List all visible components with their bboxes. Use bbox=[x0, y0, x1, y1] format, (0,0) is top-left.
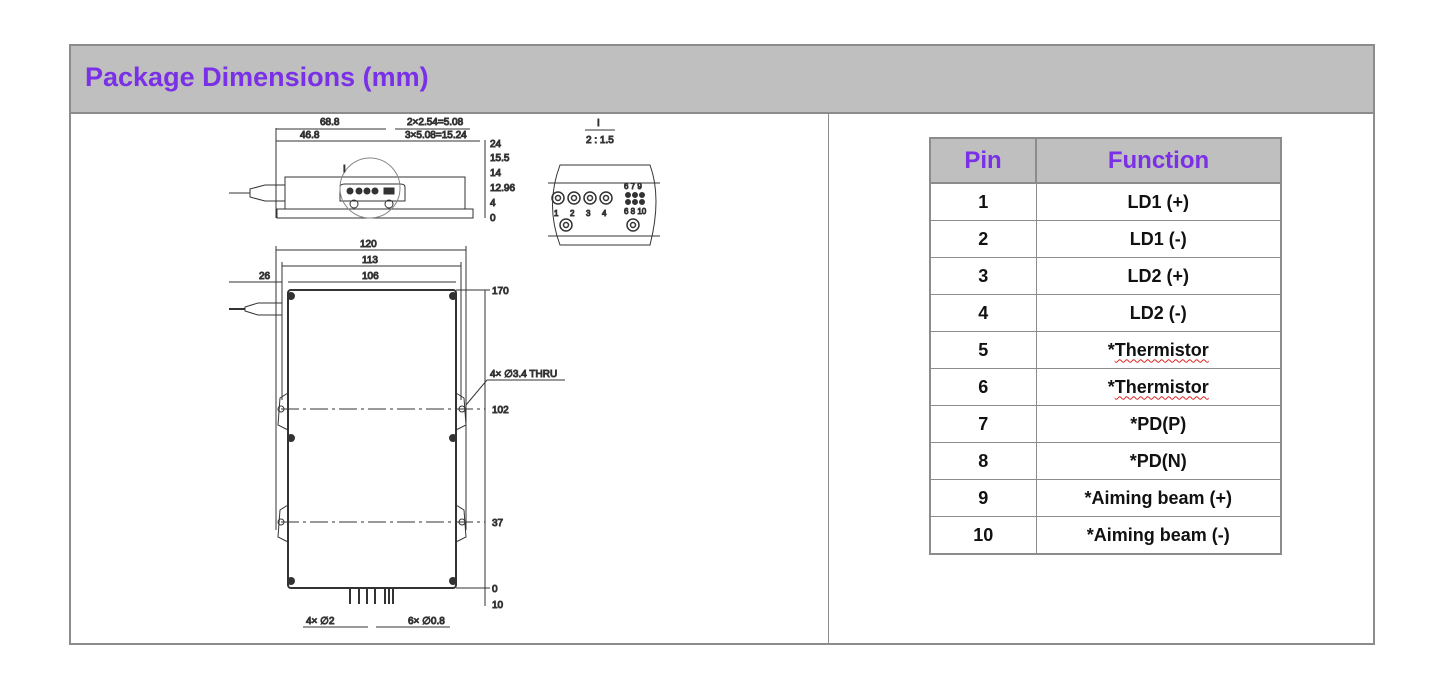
pin-label: 6 7 9 bbox=[624, 182, 642, 191]
dimension-drawing: 68.8 46.8 2×2.54=5.08 3×5.08=15.24 I 24 … bbox=[229, 117, 660, 628]
width-label: 113 bbox=[362, 255, 378, 266]
pin-label: 3 bbox=[586, 209, 591, 218]
pin-label: 1 bbox=[554, 209, 559, 218]
pin-number: 2 bbox=[929, 220, 1037, 258]
table-row: 9*Aiming beam (+) bbox=[929, 479, 1282, 517]
function-column-header: Function bbox=[1035, 137, 1282, 184]
height-label: 12.96 bbox=[490, 183, 515, 194]
height-label: 0 bbox=[492, 584, 498, 595]
pin-function: *Aiming beam (-) bbox=[1035, 516, 1282, 555]
column-divider bbox=[828, 114, 829, 643]
table-row: 10*Aiming beam (-) bbox=[929, 516, 1282, 555]
pin-function: *Aiming beam (+) bbox=[1035, 479, 1282, 517]
pin-note: 4× ∅2 bbox=[306, 616, 335, 627]
pin-number: 7 bbox=[929, 405, 1037, 443]
page-title: Package Dimensions (mm) bbox=[85, 62, 429, 92]
width-label: 106 bbox=[362, 271, 379, 282]
pin-number: 8 bbox=[929, 442, 1037, 480]
table-header-row: Pin Function bbox=[929, 137, 1282, 184]
pin-function: LD2 (-) bbox=[1035, 294, 1282, 332]
width-label: 26 bbox=[259, 271, 271, 282]
pin-number: 4 bbox=[929, 294, 1037, 332]
pin-function: *Thermistor bbox=[1035, 331, 1282, 369]
detail-scale: 2 : 1.5 bbox=[586, 135, 614, 146]
side-view: 68.8 46.8 2×2.54=5.08 3×5.08=15.24 I 24 … bbox=[229, 117, 516, 225]
table-row: 8*PD(N) bbox=[929, 442, 1282, 480]
height-label: 15.5 bbox=[490, 153, 510, 164]
pin-number: 5 bbox=[929, 331, 1037, 369]
table-row: 6*Thermistor bbox=[929, 368, 1282, 406]
pin-function: *PD(N) bbox=[1035, 442, 1282, 480]
height-label: 170 bbox=[492, 286, 509, 297]
pin-number: 6 bbox=[929, 368, 1037, 406]
pin-number: 9 bbox=[929, 479, 1037, 517]
detail-label: I bbox=[597, 118, 600, 129]
height-label: 10 bbox=[492, 600, 504, 611]
pin-note: 6× ∅0.8 bbox=[408, 616, 445, 627]
pin-number: 3 bbox=[929, 257, 1037, 295]
pin-column-header: Pin bbox=[929, 137, 1037, 184]
dim-68-8: 68.8 bbox=[320, 117, 340, 128]
height-label: 24 bbox=[490, 139, 502, 150]
function-prefix: * bbox=[1107, 339, 1115, 360]
detail-mark: I bbox=[343, 164, 346, 175]
dim-pitch-3: 3×5.08=15.24 bbox=[405, 130, 467, 141]
function-name: Thermistor bbox=[1114, 339, 1209, 360]
pin-function: LD1 (+) bbox=[1035, 182, 1282, 221]
height-label: 102 bbox=[492, 405, 509, 416]
pin-number: 10 bbox=[929, 516, 1037, 555]
pin-label: 4 bbox=[602, 209, 607, 218]
hole-note: 4× ∅3.4 THRU bbox=[490, 369, 557, 380]
dim-pitch-2: 2×2.54=5.08 bbox=[407, 117, 464, 128]
height-label: 14 bbox=[490, 168, 502, 179]
function-prefix: * bbox=[1107, 376, 1115, 397]
detail-view: I 2 : 1.5 1 2 3 4 6 7 9 6 8 10 bbox=[548, 118, 660, 246]
pin-function: *Thermistor bbox=[1035, 368, 1282, 406]
dim-46-8: 46.8 bbox=[300, 130, 320, 141]
table-row: 7*PD(P) bbox=[929, 405, 1282, 443]
height-label: 4 bbox=[490, 198, 496, 209]
width-label: 120 bbox=[360, 239, 377, 250]
pin-label: 6 8 10 bbox=[624, 207, 647, 216]
pin-function: LD2 (+) bbox=[1035, 257, 1282, 295]
pin-number: 1 bbox=[929, 182, 1037, 221]
height-label: 37 bbox=[492, 518, 504, 529]
top-view: 120 113 106 26 170 102 37 0 10 4× ∅3.4 T… bbox=[229, 239, 565, 628]
package-dimensions-panel: Package Dimensions (mm) bbox=[69, 44, 1375, 645]
pin-function: *PD(P) bbox=[1035, 405, 1282, 443]
panel-header: Package Dimensions (mm) bbox=[71, 46, 1373, 114]
table-row: 5*Thermistor bbox=[929, 331, 1282, 369]
height-label: 0 bbox=[490, 213, 496, 224]
pin-function: LD1 (-) bbox=[1035, 220, 1282, 258]
pin-label: 2 bbox=[570, 209, 575, 218]
function-name: Thermistor bbox=[1114, 376, 1209, 397]
